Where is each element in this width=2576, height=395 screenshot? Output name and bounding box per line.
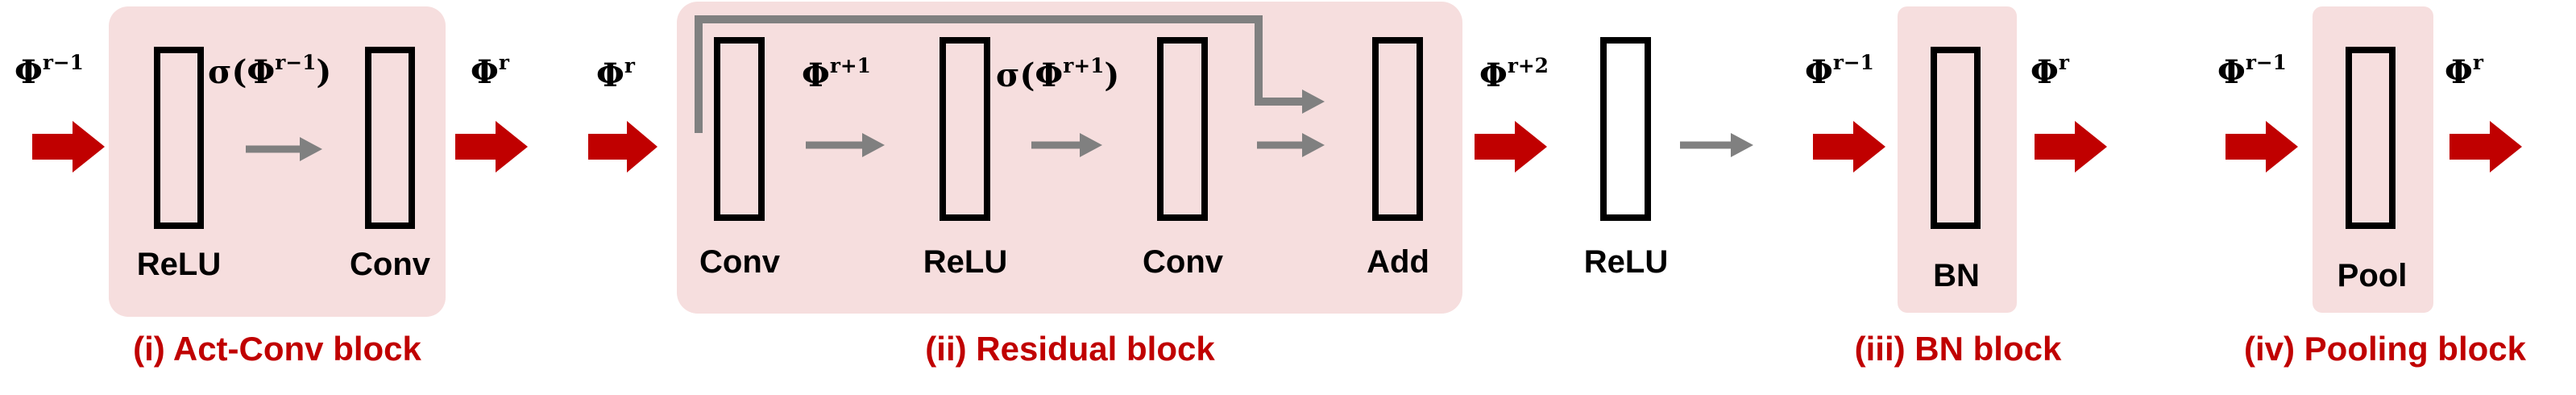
red-arrow-residual-in [588,121,657,173]
gray-arrow-post-residual [1680,133,1753,157]
residual-caption: (ii) Residual block [925,330,1215,368]
skip-connection-arrow [695,15,1325,133]
residual-conv2-layer [1157,37,1208,221]
red-arrow-pooling-out [2449,121,2522,173]
act-conv-conv-layer [365,47,415,229]
red-arrow-bn-in [1813,121,1885,173]
residual-add-label: Add [1367,244,1429,280]
residual-input-label: Φr [596,54,635,94]
bn-output-label: Φr [2031,51,2069,91]
gray-arrow-residual-1 [806,133,885,157]
act-conv-input-label: Φr−1 [15,51,84,91]
red-arrow-act-conv-in [32,121,105,173]
bn-layer-label: BN [1933,258,1980,293]
residual-conv1-layer [714,37,765,221]
red-arrow-act-conv-out [455,121,528,173]
act-conv-relu-label: ReLU [136,247,222,282]
red-arrow-pooling-in [2225,121,2298,173]
pooling-output-label: Φr [2445,51,2483,91]
residual-relu-layer [940,37,990,221]
act-conv-caption: (i) Act-Conv block [133,330,421,368]
act-conv-relu-layer [154,47,204,229]
bn-input-label: Φr−1 [1805,51,1874,91]
post-residual-relu-label: ReLU [1583,244,1669,280]
pool-layer-label: Pool [2337,258,2408,293]
residual-output-label: Φr+2 [1479,54,1549,94]
pool-layer [2346,47,2396,229]
act-conv-output-label: Φr [471,51,509,91]
residual-mid-label-2: σ(Φr+1) [996,54,1120,94]
post-residual-relu-layer [1600,37,1651,221]
act-conv-block-bg [109,6,446,317]
red-arrow-residual-out [1475,121,1547,173]
gray-arrow-residual-3 [1257,133,1325,157]
pooling-input-label: Φr−1 [2217,51,2287,91]
gray-arrow-act-conv [246,137,322,161]
residual-block-bg [677,2,1462,314]
residual-mid-label-1: Φr+1 [802,54,871,94]
red-arrow-bn-out [2035,121,2107,173]
act-conv-conv-label: Conv [350,247,430,282]
residual-add-layer [1372,37,1423,221]
residual-conv2-label: Conv [1143,244,1223,280]
act-conv-mid-label: σ(Φr−1) [208,51,332,91]
bn-layer [1931,47,1981,229]
bn-block-bg [1898,6,2017,313]
bn-caption: (iii) BN block [1854,330,2062,368]
pooling-caption: (iv) Pooling block [2243,330,2527,368]
pooling-block-bg [2313,6,2433,313]
residual-conv1-label: Conv [699,244,780,280]
residual-relu-label: ReLU [923,244,1008,280]
gray-arrow-residual-2 [1031,133,1102,157]
